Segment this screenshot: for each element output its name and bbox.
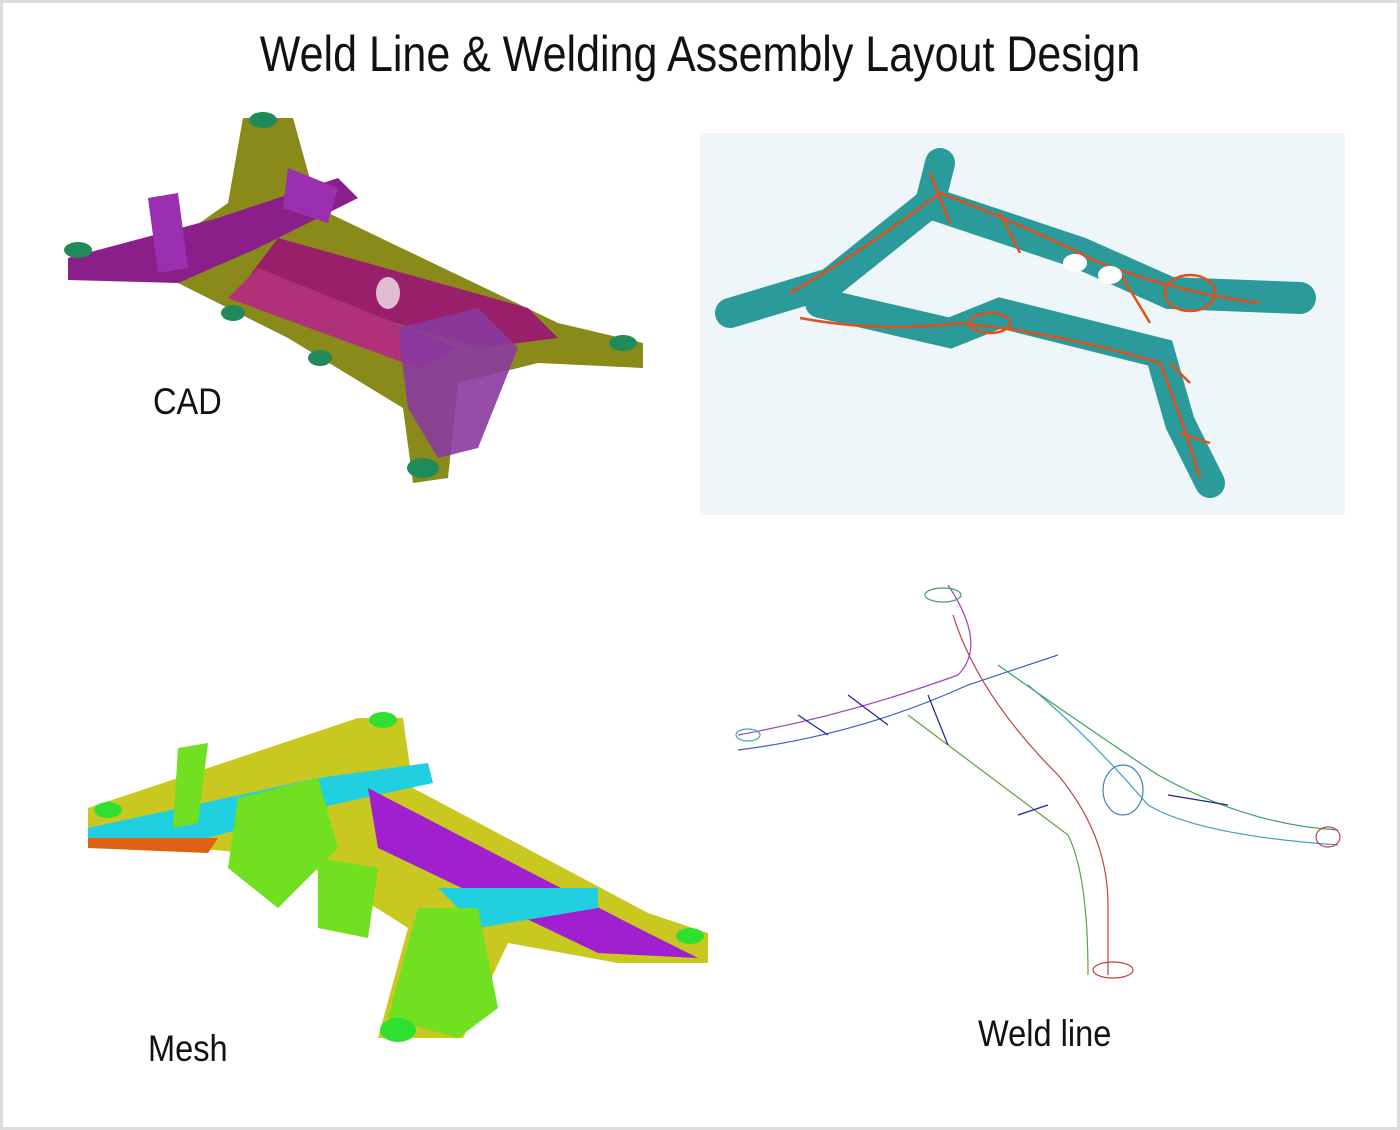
cad-model-image [64, 112, 643, 483]
weld-line-image [735, 584, 1341, 979]
page-title: Weld Line & Welding Assembly Layout Desi… [259, 26, 1141, 82]
cad-label: CAD [153, 381, 222, 422]
weld-line-label: Weld line [978, 1013, 1112, 1054]
mesh-label: Mesh [148, 1028, 228, 1069]
mesh-model-image [88, 712, 708, 1042]
weld-assembly-image [700, 133, 1345, 515]
